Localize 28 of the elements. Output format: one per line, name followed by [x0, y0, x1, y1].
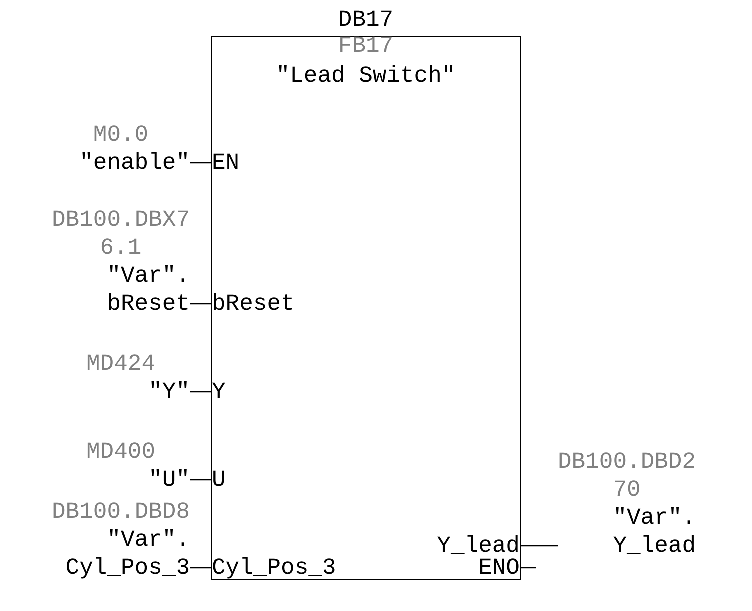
instance-db-label: DB17 — [337, 6, 395, 35]
operand-symbol: "Var". bReset — [106, 262, 190, 318]
connection-line — [520, 545, 558, 547]
connection-line — [520, 567, 536, 569]
operand-address: DB100.DBD8 — [52, 498, 190, 526]
block-name: "Lead Switch" — [275, 62, 457, 91]
connection-line — [190, 303, 212, 305]
pin-label: EN — [212, 148, 240, 178]
operand-address: MD400 — [86, 438, 157, 466]
pin-label: Y — [212, 377, 226, 407]
operand-symbol: "Var". Y_lead — [612, 504, 696, 560]
operand-symbol: "U" — [148, 466, 190, 494]
pin-label: U — [212, 465, 226, 495]
pin-label: ENO — [478, 553, 520, 583]
connection-line — [190, 479, 212, 481]
operand-address: DB100.DBD270 — [558, 448, 696, 504]
function-block-number: FB17 — [337, 32, 395, 61]
pin-label: Cyl_Pos_3 — [212, 553, 336, 583]
operand-address: DB100.DBX76.1 — [52, 206, 190, 262]
operand-symbol: "Y" — [148, 378, 190, 406]
connection-line — [190, 391, 212, 393]
pin-label: bReset — [212, 289, 295, 319]
connection-line — [190, 567, 212, 569]
operand-address: M0.0 — [92, 121, 150, 149]
operand-symbol: "enable" — [78, 149, 190, 177]
connection-line — [190, 162, 212, 164]
operand-symbol: "Var". Cyl_Pos_3 — [64, 526, 190, 582]
operand-address: MD424 — [86, 350, 157, 378]
